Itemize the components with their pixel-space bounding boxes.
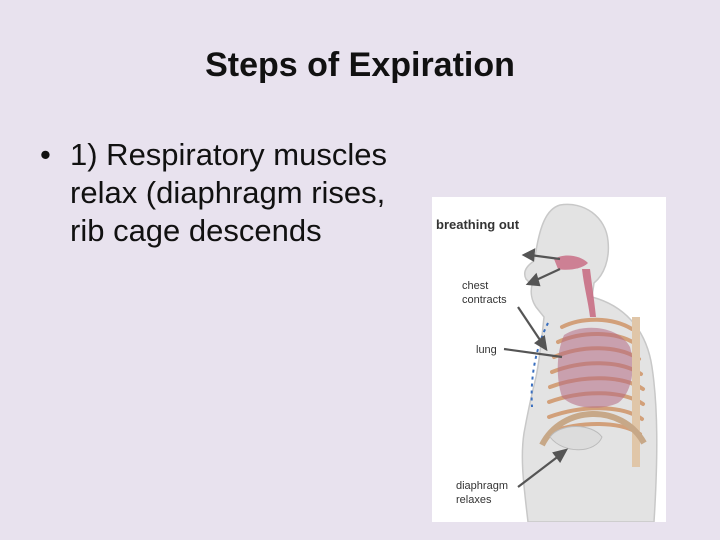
spine [632, 317, 640, 467]
bullet-line-1: 1) Respiratory muscles [70, 137, 387, 172]
abdomen-organ [549, 426, 603, 451]
bullet-marker: • [40, 137, 51, 172]
nasal-cavity [554, 255, 588, 270]
diaphragm-label-line1: diaphragm [456, 480, 508, 492]
figure-heading: breathing out [436, 217, 520, 232]
diaphragm [539, 411, 647, 447]
bullet-item: • 1) Respiratory muscles relax (diaphrag… [40, 136, 470, 250]
breathing-diagram: breathing out chest contracts lung diaph… [432, 197, 666, 522]
trachea [582, 269, 596, 317]
chest-label-line2: contracts [462, 294, 507, 306]
diaphragm-label-line2: relaxes [456, 494, 492, 506]
lung [557, 327, 633, 408]
slide-title: Steps of Expiration [205, 46, 515, 84]
lung-label: lung [476, 344, 497, 356]
bullet-line-3: rib cage descends [70, 213, 322, 248]
chest-outline-dotted [530, 322, 549, 408]
bullet-text: 1) Respiratory muscles relax (diaphragm … [70, 136, 387, 250]
chest-label-line1: chest [462, 280, 488, 292]
arrows [503, 248, 569, 488]
bullet-list: • 1) Respiratory muscles relax (diaphrag… [40, 136, 470, 250]
breathing-diagram-svg: breathing out chest contracts lung diaph… [436, 203, 658, 522]
bullet-line-2: relax (diaphragm rises, [70, 175, 386, 210]
